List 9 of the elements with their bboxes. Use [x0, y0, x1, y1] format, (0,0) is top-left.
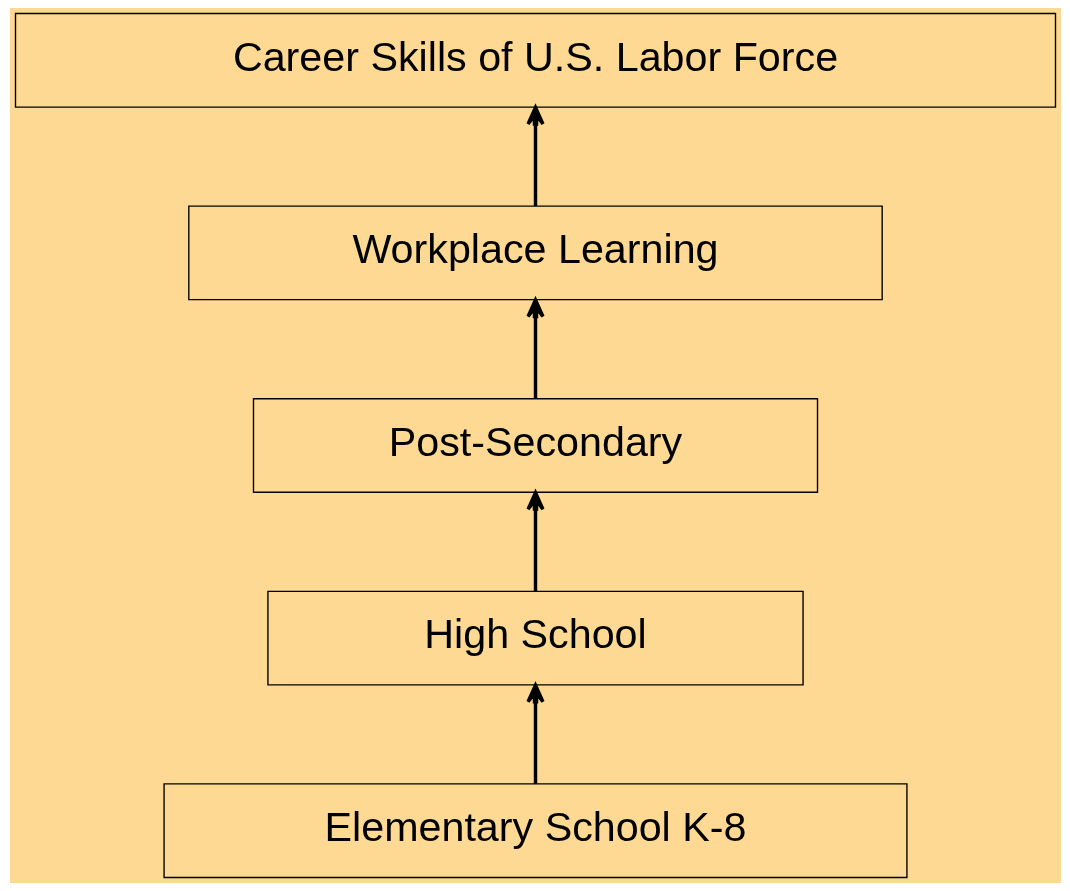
arrow — [525, 683, 545, 784]
node-box: Career Skills of U.S. Labor Force — [14, 12, 1056, 108]
arrow — [525, 298, 545, 399]
arrow — [525, 105, 545, 207]
node-box: Post-Secondary — [252, 398, 818, 493]
node-box: Elementary School K-8 — [162, 783, 908, 879]
node-box: High School — [266, 590, 804, 686]
node-box: Workplace Learning — [187, 205, 883, 301]
arrow — [525, 490, 545, 592]
